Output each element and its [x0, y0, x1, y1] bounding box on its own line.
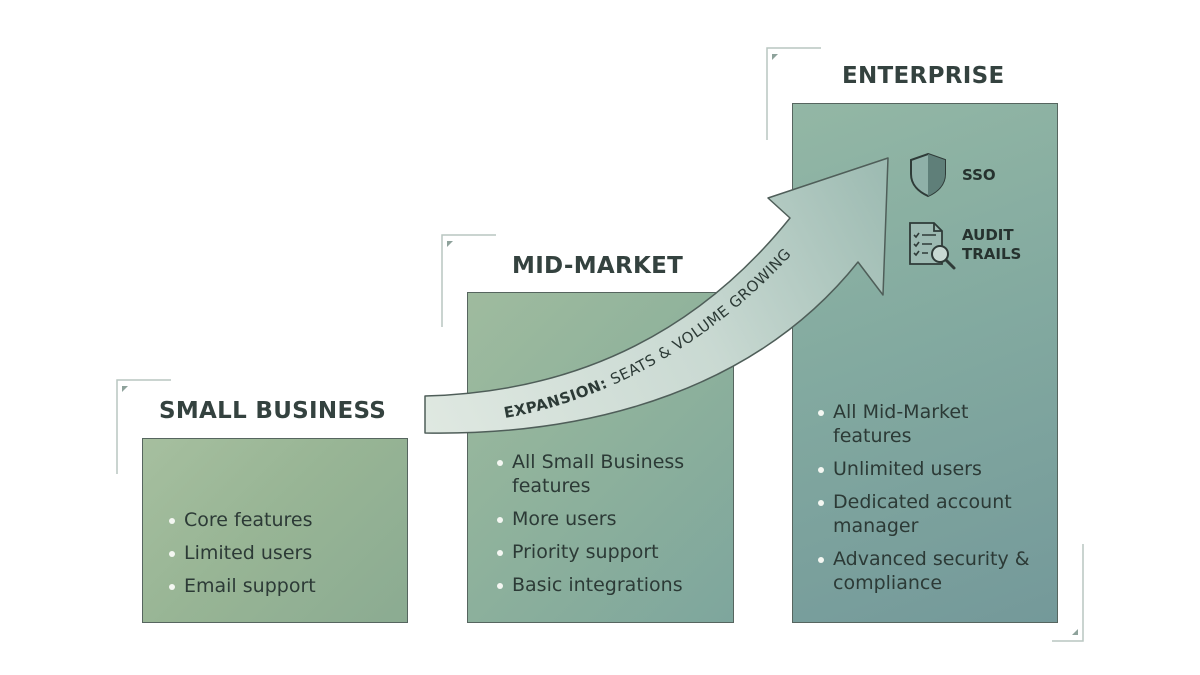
- corner-bracket-small: [116, 379, 171, 474]
- list-item: Unlimited users: [817, 457, 1042, 481]
- list-item: Dedicated account manager: [817, 490, 1042, 538]
- audit-document-icon: [909, 222, 956, 270]
- list-item: Core features: [168, 508, 398, 532]
- badge-label-audit-trails: AUDIT TRAILS: [962, 226, 1022, 263]
- list-item: All Mid-Market features: [817, 400, 1042, 448]
- list-item: Advanced security & compliance: [817, 547, 1042, 595]
- list-item: Priority support: [496, 540, 716, 564]
- list-item: More users: [496, 507, 716, 531]
- feature-list-enterprise: All Mid-Market features Unlimited users …: [817, 400, 1042, 604]
- feature-list-small-business: Core features Limited users Email suppor…: [168, 508, 398, 607]
- list-item: Email support: [168, 574, 398, 598]
- tier-title-small-business: SMALL BUSINESS: [159, 398, 387, 424]
- list-item: Limited users: [168, 541, 398, 565]
- badge-label-sso: SSO: [962, 166, 996, 184]
- corner-bracket-bottom-right: [1052, 544, 1084, 642]
- corner-bracket-enterprise: [766, 47, 821, 140]
- tier-box-small-business: [142, 438, 408, 623]
- tier-title-enterprise: ENTERPRISE: [842, 63, 1005, 89]
- list-item: All Small Business features: [496, 450, 716, 498]
- corner-bracket-mid: [441, 234, 496, 327]
- feature-list-mid-market: All Small Business features More users P…: [496, 450, 716, 606]
- shield-icon: [910, 152, 946, 198]
- tier-title-mid-market: MID-MARKET: [512, 253, 684, 279]
- list-item: Basic integrations: [496, 573, 716, 597]
